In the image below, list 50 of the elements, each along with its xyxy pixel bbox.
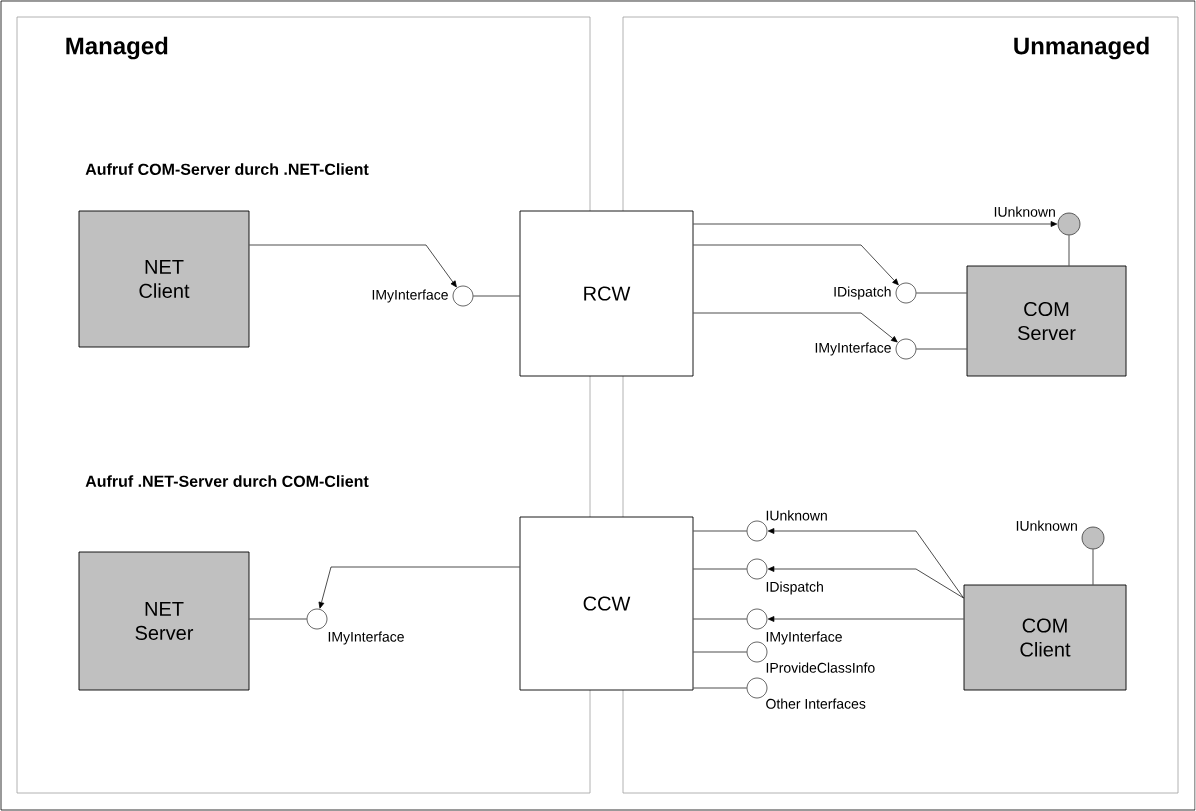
interface-label: IDispatch bbox=[766, 581, 823, 595]
connector bbox=[249, 244, 457, 288]
interface-label: Other Interfaces bbox=[766, 698, 866, 709]
connector bbox=[249, 618, 308, 620]
component-box: COM Client bbox=[963, 584, 1127, 691]
interface-circle bbox=[746, 608, 842, 645]
connector bbox=[767, 616, 964, 622]
interface-label: IMyInterface bbox=[372, 289, 448, 303]
interface-label: IProvideClassInfo bbox=[766, 662, 875, 673]
component-box: CCW bbox=[519, 516, 694, 691]
interface-circle bbox=[746, 510, 827, 542]
panel-title: Managed bbox=[66, 36, 168, 60]
connector bbox=[767, 528, 964, 599]
interface-label: IDispatch bbox=[834, 286, 891, 300]
connector bbox=[472, 295, 520, 297]
connector bbox=[1092, 548, 1094, 585]
interface-label: IUnknown bbox=[994, 206, 1055, 217]
interface-circle bbox=[834, 282, 917, 304]
connector bbox=[915, 292, 967, 294]
connector bbox=[1068, 234, 1070, 266]
interface-label: IUnknown bbox=[1016, 520, 1077, 531]
section-heading: Aufruf .NET-Server durch COM-Client bbox=[85, 475, 369, 487]
connector bbox=[915, 348, 967, 350]
interface-label: IMyInterface bbox=[328, 631, 404, 645]
component-box: RCW bbox=[519, 210, 694, 377]
component-box: NET Server bbox=[78, 551, 250, 691]
interface-circle bbox=[1016, 520, 1105, 550]
interface-circle bbox=[746, 677, 866, 709]
interface-label: IMyInterface bbox=[815, 342, 891, 356]
connector bbox=[693, 651, 748, 653]
connector bbox=[693, 221, 1058, 227]
interface-circle bbox=[306, 608, 404, 645]
section-heading: Aufruf COM-Server durch .NET-Client bbox=[85, 163, 369, 175]
connector bbox=[318, 566, 520, 609]
interface-label: IUnknown bbox=[766, 510, 827, 521]
interface-circle bbox=[746, 558, 823, 595]
interface-circle bbox=[994, 206, 1081, 236]
interface-circle bbox=[815, 338, 917, 360]
interface-circle bbox=[372, 285, 474, 307]
component-box: NET Client bbox=[78, 210, 250, 348]
interface-label: IMyInterface bbox=[766, 631, 842, 645]
connector bbox=[693, 530, 748, 532]
panel-title: Unmanaged bbox=[1014, 36, 1149, 60]
connector bbox=[693, 312, 898, 343]
component-box: COM Server bbox=[966, 265, 1127, 377]
connector bbox=[767, 566, 964, 599]
connector bbox=[693, 568, 748, 570]
connector bbox=[693, 618, 748, 620]
connector bbox=[693, 244, 899, 286]
connector bbox=[693, 687, 748, 689]
